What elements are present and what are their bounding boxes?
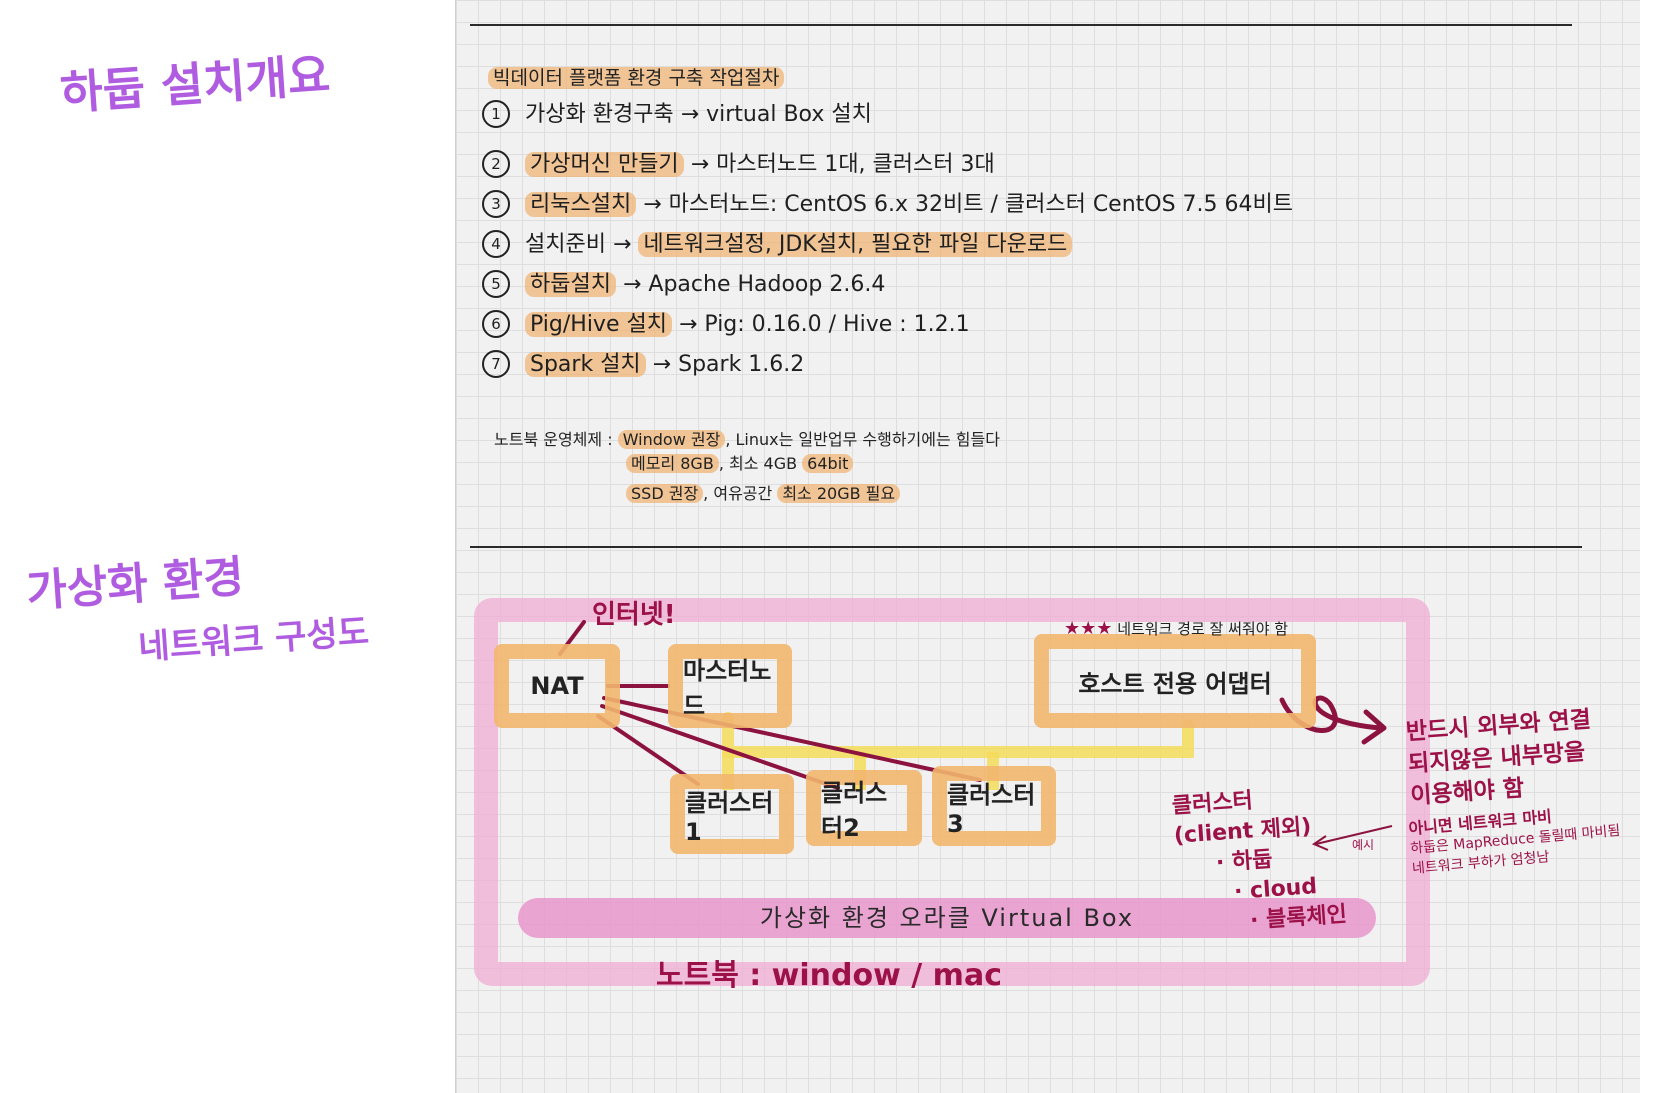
os-note: , Linux는 일반업무 수행하기에는 힘들다 bbox=[725, 430, 1000, 449]
step-detail: 마스터노드 1대, 클러스터 3대 bbox=[716, 152, 995, 177]
step-label: Spark 설치 bbox=[525, 352, 646, 377]
master-node: 마스터노드 bbox=[668, 644, 792, 728]
step-label: 하둡설치 bbox=[525, 272, 616, 297]
example-label: 예시 bbox=[1352, 838, 1375, 852]
arrow-icon: → bbox=[690, 152, 717, 177]
cluster-node-1: 클러스터1 bbox=[670, 774, 794, 854]
os-highlight: Window 권장 bbox=[617, 430, 726, 449]
plan-step: 7 Spark 설치 → Spark 1.6.2 bbox=[482, 346, 804, 378]
step-label: 리눅스설치 bbox=[525, 192, 637, 217]
arrow-head-icon bbox=[1361, 709, 1387, 745]
virtual-box-bar: 가상화 환경 오라클 Virtual Box bbox=[518, 898, 1376, 938]
step-detail: Spark 1.6.2 bbox=[678, 352, 805, 377]
ssd-requirement: SSD 권장, 여유공간 최소 20GB 필요 bbox=[626, 480, 901, 504]
arrow-icon: → bbox=[652, 352, 679, 377]
cluster-2-label: 클러스터2 bbox=[821, 779, 888, 842]
step-number: 2 bbox=[482, 150, 510, 178]
plan-title-text: 빅데이터 플랫폼 환경 구축 작업절차 bbox=[488, 67, 785, 89]
left-margin bbox=[0, 0, 456, 1093]
plan-step: 5 하둡설치 → Apache Hadoop 2.6.4 bbox=[482, 266, 885, 298]
plan-step: 4 설치준비 → 네트워크설정, JDK설치, 필요한 파일 다운로드 bbox=[482, 226, 1073, 258]
step-number: 3 bbox=[482, 190, 510, 218]
ssd-highlight: SSD 권장 bbox=[626, 484, 704, 503]
notebook-label: 노트북 : window / mac bbox=[656, 958, 1002, 993]
step-number: 5 bbox=[482, 270, 510, 298]
arrow-icon: → bbox=[680, 102, 707, 127]
internal-network-note: 반드시 외부와 연결 되지않은 내부망을 이용해야 함 bbox=[1405, 704, 1597, 813]
master-label: 마스터노드 bbox=[683, 657, 772, 720]
os-requirement: 노트북 운영체제 : Window 권장, Linux는 일반업무 수행하기에는… bbox=[494, 426, 1000, 450]
plan-step: 2 가상머신 만들기 → 마스터노드 1대, 클러스터 3대 bbox=[482, 146, 995, 178]
example-arrow-icon bbox=[1315, 825, 1393, 845]
host-only-adapter: 호스트 전용 어댑터 bbox=[1034, 634, 1316, 728]
host-only-link bbox=[722, 712, 1194, 758]
plan-step: 3 리눅스설치 → 마스터노드: CentOS 6.x 32비트 / 클러스터 … bbox=[482, 186, 1293, 218]
arrow-icon: → bbox=[622, 272, 649, 297]
middle-divider bbox=[470, 546, 1582, 548]
cluster-node-3: 클러스터3 bbox=[932, 766, 1056, 846]
step-detail: 마스터노드: CentOS 6.x 32비트 / 클러스터 CentOS 7.5… bbox=[668, 192, 1294, 217]
nat-label: NAT bbox=[530, 672, 584, 700]
memory-requirement: 메모리 8GB, 최소 4GB 64bit bbox=[626, 450, 854, 474]
step-label: 가상화 환경구축 bbox=[525, 102, 674, 127]
step-label: 가상머신 만들기 bbox=[525, 152, 684, 177]
nat-link bbox=[602, 696, 982, 782]
plan-step: 1 가상화 환경구축 → virtual Box 설치 bbox=[482, 96, 872, 128]
step-detail: virtual Box 설치 bbox=[706, 102, 872, 127]
right-strip bbox=[1640, 0, 1664, 1093]
cluster-3-label: 클러스터3 bbox=[947, 780, 1036, 838]
os-requirement-label: 노트북 운영체제 : bbox=[494, 430, 613, 449]
space-highlight: 최소 20GB 필요 bbox=[777, 484, 901, 503]
arrow-icon: → bbox=[643, 192, 669, 217]
cluster-1-label: 클러스터1 bbox=[685, 788, 774, 846]
virtual-box-label: 가상화 환경 오라클 Virtual Box bbox=[759, 904, 1135, 932]
notebook-frame bbox=[474, 598, 1430, 986]
step-label: 설치준비 bbox=[525, 232, 606, 257]
host-note-text: 네트워크 경로 잘 써줘야 함 bbox=[1117, 620, 1289, 638]
host-note: ★★★ 네트워크 경로 잘 써줘야 함 bbox=[1064, 618, 1288, 639]
plan-step: 6 Pig/Hive 설치 → Pig: 0.16.0 / Hive : 1.2… bbox=[482, 306, 970, 338]
step-detail: 네트워크설정, JDK설치, 필요한 파일 다운로드 bbox=[638, 232, 1073, 257]
ssd-note: , 여유공간 bbox=[703, 484, 773, 503]
nat-link bbox=[600, 704, 840, 790]
cluster-node-2: 클러스터2 bbox=[806, 770, 922, 846]
memory-highlight: 메모리 8GB bbox=[626, 454, 719, 473]
example-arrow-head-icon bbox=[1311, 835, 1329, 851]
step-detail: Pig: 0.16.0 / Hive : 1.2.1 bbox=[704, 312, 970, 337]
step-number: 4 bbox=[482, 230, 510, 258]
step-label: Pig/Hive 설치 bbox=[525, 312, 672, 337]
host-adapter-label: 호스트 전용 어댑터 bbox=[1078, 669, 1272, 698]
top-divider bbox=[470, 24, 1572, 26]
step-number: 1 bbox=[482, 100, 510, 128]
arrow-icon: → bbox=[612, 232, 639, 257]
arrow-icon: → bbox=[678, 312, 705, 337]
nat-node: NAT bbox=[494, 644, 620, 728]
step-number: 7 bbox=[482, 350, 510, 378]
star-icon: ★★★ bbox=[1064, 618, 1113, 639]
bit-highlight: 64bit bbox=[802, 454, 854, 473]
plan-title: 빅데이터 플랫폼 환경 구축 작업절차 bbox=[488, 63, 785, 90]
cluster-examples: 클러스터 (client 제외) · 하둡 · cloud · 블록체인 bbox=[1171, 780, 1348, 941]
step-number: 6 bbox=[482, 310, 510, 338]
memory-note: , 최소 4GB bbox=[718, 454, 798, 473]
step-detail: Apache Hadoop 2.6.4 bbox=[648, 272, 886, 297]
internet-label: 인터넷! bbox=[592, 600, 676, 630]
